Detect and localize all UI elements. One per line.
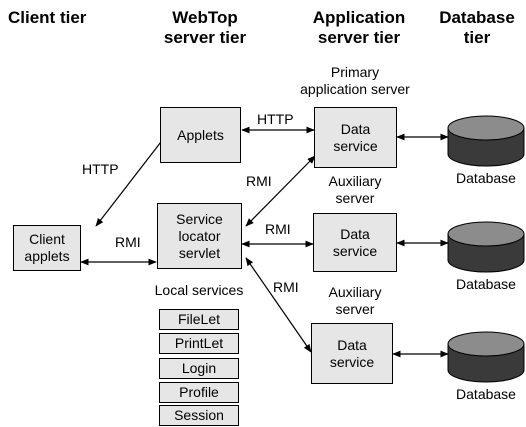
connection-label-http-client: HTTP <box>82 161 119 177</box>
aux-server-2-label: Auxiliary server <box>328 284 382 317</box>
primary-server-label: Primary application server <box>300 64 410 97</box>
connection-label-rmi-aux1: RMI <box>265 221 291 237</box>
connection-label-rmi-client: RMI <box>115 234 141 250</box>
header-client-tier: Client tier <box>8 8 87 27</box>
rmi-link-locator-primary <box>245 155 316 227</box>
local-service-item: Profile <box>159 382 239 403</box>
applets-label: Applets <box>177 126 224 143</box>
database-cylinder-3 <box>447 331 525 383</box>
service-locator-label: Service locator servlet <box>176 210 223 261</box>
data-service-aux1-label: Data service <box>332 225 378 259</box>
data-service-aux2-box: Data service <box>311 323 393 384</box>
client-applets-box: Client applets <box>13 225 81 271</box>
data-service-primary-box: Data service <box>314 107 397 168</box>
connection-label-http-applets: HTTP <box>257 111 294 127</box>
header-application-tier: Application server tier <box>312 8 406 47</box>
applets-box: Applets <box>160 107 241 163</box>
data-service-aux2-label: Data service <box>329 336 375 370</box>
database-cylinder-1 <box>447 115 525 167</box>
local-service-item: Session <box>159 405 239 426</box>
database-cylinder-2 <box>447 221 525 273</box>
local-service-item: PrintLet <box>159 333 239 354</box>
header-database-tier: Database tier <box>439 8 515 47</box>
local-service-item: Login <box>159 358 239 379</box>
local-services-label: Local services <box>154 282 244 298</box>
connection-label-rmi-primary: RMI <box>246 173 272 189</box>
client-applets-label: Client applets <box>24 231 70 264</box>
data-service-primary-label: Data service <box>333 120 378 154</box>
database-3-label: Database <box>456 386 516 402</box>
aux-server-1-label: Auxiliary server <box>328 173 382 206</box>
local-service-item: FileLet <box>159 309 239 330</box>
data-service-aux1-box: Data service <box>313 213 397 272</box>
rmi-link-locator-aux2 <box>245 257 312 353</box>
database-2-label: Database <box>456 276 516 292</box>
connection-label-rmi-aux2: RMI <box>273 279 299 295</box>
header-webtop-tier: WebTop server tier <box>163 8 247 47</box>
service-locator-servlet-box: Service locator servlet <box>157 203 242 269</box>
database-1-label: Database <box>456 170 516 186</box>
http-link-client-applets <box>95 137 165 227</box>
